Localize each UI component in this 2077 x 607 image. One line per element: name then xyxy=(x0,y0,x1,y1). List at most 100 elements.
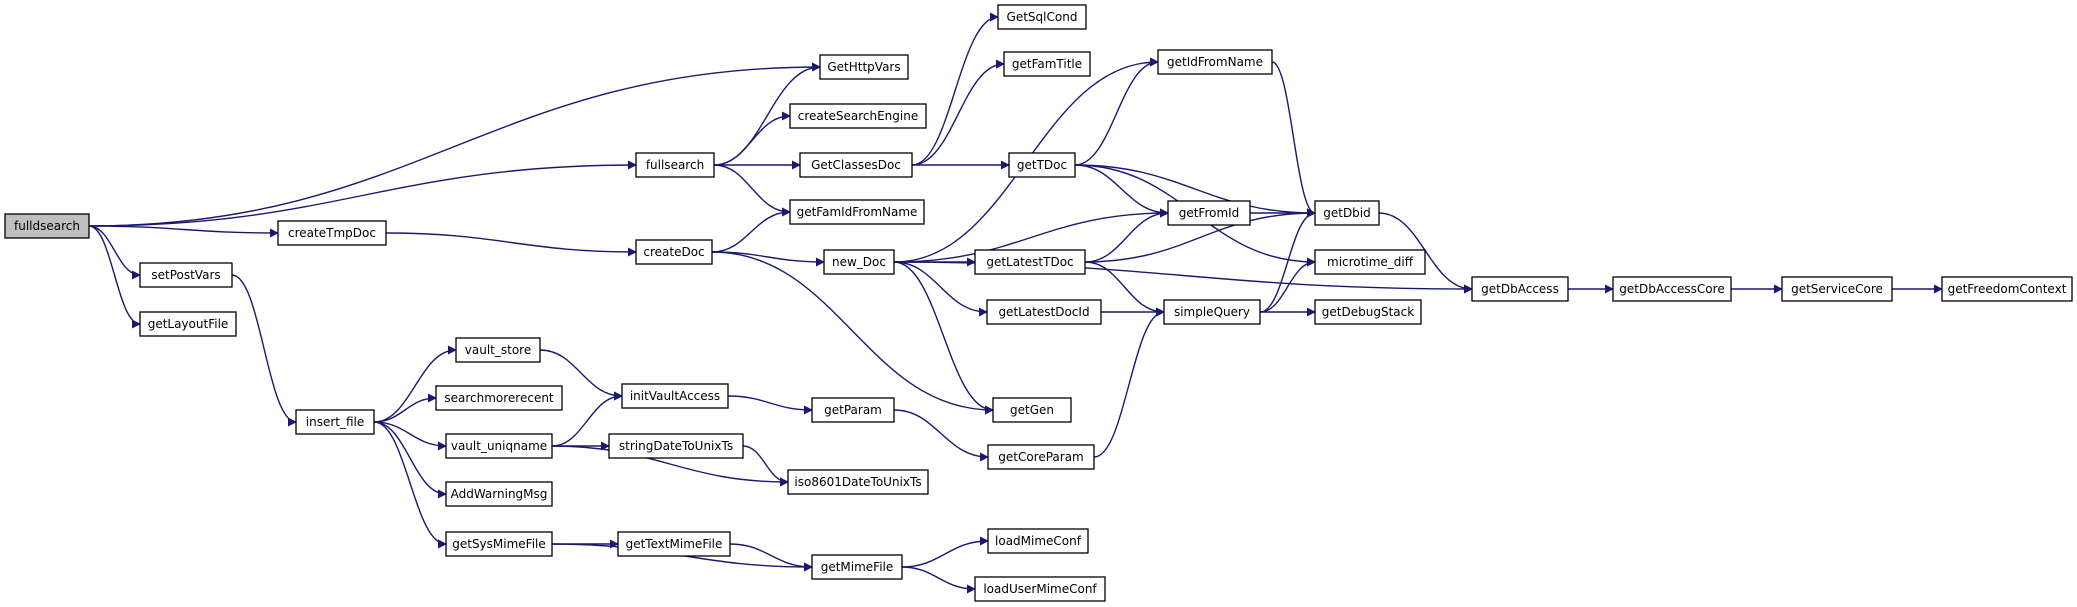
edge-init-vault-access-to-get-param xyxy=(727,395,813,415)
node-box xyxy=(445,433,553,459)
node-create-search-engine[interactable]: createSearchEngine xyxy=(789,103,927,129)
edge-vault-uniqname-to-iso8601-date-to-unix-ts xyxy=(551,445,789,487)
node-box xyxy=(1314,200,1380,226)
node-box xyxy=(811,554,903,580)
node-string-date-to-unix-ts[interactable]: stringDateToUnixTs xyxy=(608,433,744,459)
node-get-latest-tdoc[interactable]: getLatestTDoc xyxy=(974,249,1086,275)
edge-fulldsearch-to-get-http-vars xyxy=(88,62,821,227)
edge-vault-store-to-init-vault-access xyxy=(539,349,623,401)
node-label: getLayoutFile xyxy=(148,317,229,331)
node-get-gen[interactable]: getGen xyxy=(992,397,1072,423)
node-create-tmp-doc[interactable]: createTmpDoc xyxy=(277,220,387,246)
node-get-text-mime-file[interactable]: getTextMimeFile xyxy=(617,531,731,557)
node-label: new_Doc xyxy=(832,255,886,269)
node-label: getSysMimeFile xyxy=(452,537,546,551)
node-label: createSearchEngine xyxy=(798,109,918,123)
node-get-sys-mime-file[interactable]: getSysMimeFile xyxy=(445,531,553,557)
edge-get-param-to-get-core-param xyxy=(893,409,989,462)
node-load-mime-conf[interactable]: loadMimeConf xyxy=(987,528,1089,554)
node-label: getLatestTDoc xyxy=(986,255,1073,269)
node-get-param[interactable]: getParam xyxy=(811,397,895,423)
node-init-vault-access[interactable]: initVaultAccess xyxy=(621,383,729,409)
edge-get-mime-file-to-load-mime-conf xyxy=(901,536,989,568)
node-iso8601-date-to-unix-ts[interactable]: iso8601DateToUnixTs xyxy=(787,469,929,495)
node-new-doc[interactable]: new_Doc xyxy=(823,249,895,275)
node-get-layout-file[interactable]: getLayoutFile xyxy=(139,311,237,337)
node-get-freedom-context[interactable]: getFreedomContext xyxy=(1941,276,2073,302)
node-get-classes-doc[interactable]: GetClassesDoc xyxy=(799,152,913,178)
node-label: vault_store xyxy=(465,343,531,357)
node-box xyxy=(617,531,731,557)
node-box xyxy=(789,199,925,225)
node-get-fam-id-from-name[interactable]: getFamIdFromName xyxy=(789,199,925,225)
node-simple-query[interactable]: simpleQuery xyxy=(1163,299,1261,325)
node-get-db-access[interactable]: getDbAccess xyxy=(1471,276,1569,302)
edge-get-tdoc-to-get-id-from-name xyxy=(1074,57,1159,166)
node-get-id-from-name[interactable]: getIdFromName xyxy=(1157,49,1273,75)
edge-create-tmp-doc-to-create-doc xyxy=(385,232,637,257)
node-box xyxy=(974,576,1106,602)
edge-insert-file-to-get-sys-mime-file xyxy=(373,421,447,549)
node-fulldsearch[interactable]: fulldsearch xyxy=(4,213,90,239)
node-label: getDbAccessCore xyxy=(1619,282,1724,296)
node-box xyxy=(277,220,387,246)
node-get-core-param[interactable]: getCoreParam xyxy=(987,444,1095,470)
node-box xyxy=(1314,249,1426,275)
edge-fulldsearch-to-create-tmp-doc xyxy=(88,225,279,238)
node-get-http-vars[interactable]: GetHttpVars xyxy=(819,54,909,80)
edge-fulldsearch-to-get-layout-file xyxy=(88,225,141,329)
node-get-debug-stack[interactable]: getDebugStack xyxy=(1314,299,1422,325)
node-label: GetSqlCond xyxy=(1007,10,1078,24)
node-box xyxy=(139,311,237,337)
node-microtime-diff[interactable]: microtime_diff xyxy=(1314,249,1426,275)
node-label: getFromId xyxy=(1179,206,1240,220)
node-fullsearch[interactable]: fullsearch xyxy=(635,152,715,178)
node-add-warning-msg[interactable]: AddWarningMsg xyxy=(445,481,553,507)
node-create-doc[interactable]: createDoc xyxy=(635,239,713,265)
node-get-dbid[interactable]: getDbid xyxy=(1314,200,1380,226)
edge-get-latest-tdoc-to-get-dbid xyxy=(1084,208,1316,263)
node-box xyxy=(811,397,895,423)
node-label: getTextMimeFile xyxy=(626,537,723,551)
edge-string-date-to-unix-ts-to-iso8601-date-to-unix-ts xyxy=(742,445,789,487)
node-get-sql-cond[interactable]: GetSqlCond xyxy=(997,4,1087,30)
node-get-fam-title[interactable]: getFamTitle xyxy=(1003,51,1091,77)
edge-get-text-mime-file-to-get-mime-file xyxy=(729,543,813,572)
node-box xyxy=(455,337,541,363)
node-box xyxy=(1612,276,1732,302)
node-searchmorerecent[interactable]: searchmorerecent xyxy=(435,385,563,411)
node-box xyxy=(986,299,1102,325)
node-box xyxy=(1314,299,1422,325)
node-get-mime-file[interactable]: getMimeFile xyxy=(811,554,903,580)
node-label: simpleQuery xyxy=(1174,305,1250,319)
node-label: searchmorerecent xyxy=(444,391,554,405)
node-label: iso8601DateToUnixTs xyxy=(794,475,921,489)
edge-get-classes-doc-to-get-fam-title xyxy=(911,59,1005,166)
node-set-post-vars[interactable]: setPostVars xyxy=(139,262,233,288)
edge-simple-query-to-microtime-diff xyxy=(1259,257,1316,313)
node-insert-file[interactable]: insert_file xyxy=(295,409,375,435)
edge-new-doc-to-get-latest-doc-id xyxy=(893,261,988,317)
node-get-from-id[interactable]: getFromId xyxy=(1167,200,1251,226)
node-box xyxy=(997,4,1087,30)
node-box xyxy=(445,531,553,557)
node-label: GetHttpVars xyxy=(827,60,900,74)
node-box xyxy=(1781,276,1893,302)
node-label: getMimeFile xyxy=(821,560,894,574)
node-vault-uniqname[interactable]: vault_uniqname xyxy=(445,433,553,459)
node-vault-store[interactable]: vault_store xyxy=(455,337,541,363)
edge-fullsearch-to-create-search-engine xyxy=(713,111,791,166)
node-load-user-mime-conf[interactable]: loadUserMimeConf xyxy=(974,576,1106,602)
node-get-tdoc[interactable]: getTDoc xyxy=(1008,152,1076,178)
node-box xyxy=(139,262,233,288)
node-label: getIdFromName xyxy=(1167,55,1263,69)
edge-simple-query-to-get-dbid xyxy=(1259,208,1316,313)
node-get-service-core[interactable]: getServiceCore xyxy=(1781,276,1893,302)
node-box xyxy=(635,152,715,178)
node-label: getCoreParam xyxy=(998,450,1084,464)
node-get-latest-doc-id[interactable]: getLatestDocId xyxy=(986,299,1102,325)
node-get-db-access-core[interactable]: getDbAccessCore xyxy=(1612,276,1732,302)
edge-get-classes-doc-to-get-sql-cond xyxy=(911,12,999,166)
node-label: fulldsearch xyxy=(14,219,80,233)
